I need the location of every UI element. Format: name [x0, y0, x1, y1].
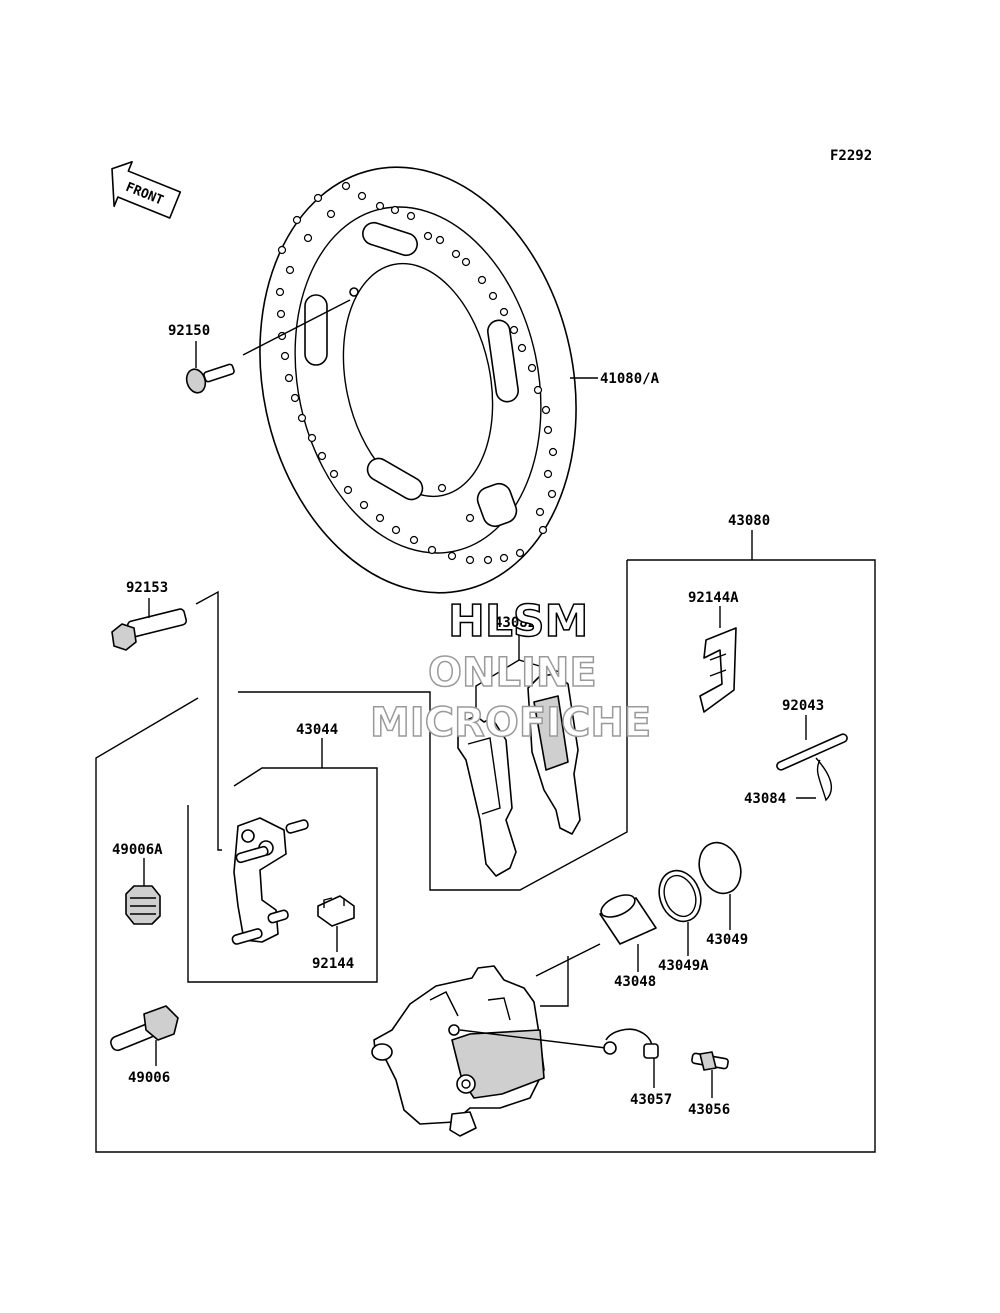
pad-pin[interactable]	[776, 733, 849, 771]
caliper-bolt[interactable]	[111, 608, 188, 651]
leader-43048-box	[540, 956, 569, 1007]
part-label-92153[interactable]: 92153	[126, 580, 168, 596]
part-label-49006a[interactable]: 49006A	[112, 842, 163, 858]
part-label-43084[interactable]: 43084	[744, 791, 786, 807]
part-label-92144[interactable]: 92144	[312, 956, 354, 972]
caliper-piston[interactable]	[598, 890, 657, 945]
pad-spring[interactable]	[699, 627, 737, 713]
piston-seal[interactable]	[652, 865, 707, 928]
part-label-92144a[interactable]: 92144A	[688, 590, 739, 606]
part-label-43048[interactable]: 43048	[614, 974, 656, 990]
brake-pad-right[interactable]	[527, 673, 581, 835]
part-label-43044[interactable]: 43044	[296, 722, 338, 738]
part-label-92150[interactable]: 92150	[168, 323, 210, 339]
leader-92153-path	[195, 590, 222, 851]
bracket-clip[interactable]	[317, 895, 355, 927]
brake-pipe-fitting[interactable]	[459, 1028, 659, 1059]
brake-disc[interactable]	[222, 137, 615, 622]
caliper-body[interactable]	[371, 965, 545, 1137]
outline-pad-group	[238, 560, 628, 891]
part-label-92043[interactable]: 92043	[782, 698, 824, 714]
watermark-line-2: ONLINE	[428, 650, 597, 696]
pin-clip[interactable]	[815, 757, 833, 802]
part-label-49006[interactable]: 49006	[128, 1070, 170, 1086]
leader-92150-disc	[242, 299, 351, 356]
slide-pin[interactable]	[109, 1005, 179, 1052]
watermark-line-1: HLSM	[448, 596, 588, 647]
leader-43082-split	[475, 659, 561, 708]
part-label-43049a[interactable]: 43049A	[658, 958, 709, 974]
outline-43080	[95, 559, 876, 1153]
disc-bolt[interactable]	[184, 363, 235, 396]
bleeder-valve[interactable]	[691, 1051, 729, 1071]
part-label-41080-a[interactable]: 41080/A	[600, 371, 660, 387]
figure-code: F2292	[830, 148, 872, 164]
dust-seal[interactable]	[692, 837, 747, 900]
part-label-43049[interactable]: 43049	[706, 932, 748, 948]
brake-pad-left[interactable]	[457, 715, 517, 877]
part-label-43082[interactable]: 43082	[494, 615, 536, 631]
outline-43044	[187, 767, 378, 983]
caliper-bracket[interactable]	[231, 817, 309, 945]
part-label-43056[interactable]: 43056	[688, 1102, 730, 1118]
watermark: HLSM ONLINE MICROFICHE	[369, 595, 652, 747]
bleeder-cap[interactable]	[125, 885, 161, 925]
part-label-43080[interactable]: 43080	[728, 513, 770, 529]
part-label-43057[interactable]: 43057	[630, 1092, 672, 1108]
watermark-line-3: MICROFICHE	[370, 700, 651, 746]
front-arrow-icon: FRONT	[111, 160, 182, 219]
